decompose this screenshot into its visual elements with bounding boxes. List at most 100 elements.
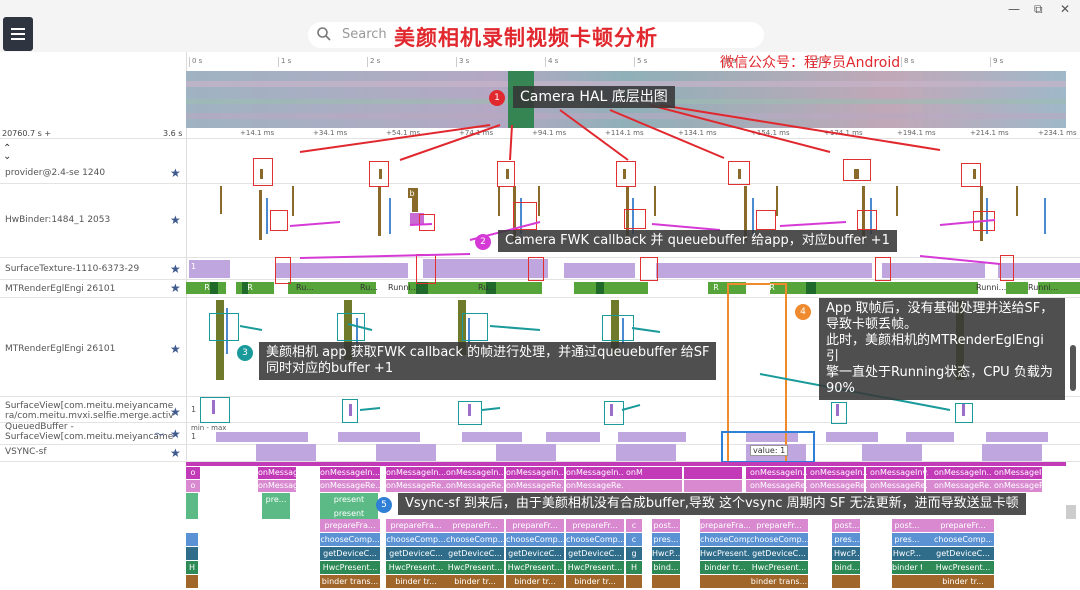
sf-slice[interactable]: HwcPresent... xyxy=(567,563,623,572)
pin-star-icon[interactable]: ★ xyxy=(170,262,181,276)
running-slice[interactable]: R xyxy=(247,283,253,292)
pin-star-icon[interactable]: ★ xyxy=(170,281,181,295)
sf-slice[interactable]: prepareFr... xyxy=(452,521,498,530)
sf-slice[interactable]: getDeviceC... xyxy=(752,549,806,558)
sf-slice[interactable]: b xyxy=(1051,577,1057,586)
sf-slice[interactable]: onMessageRe... xyxy=(506,481,564,490)
sf-slice[interactable]: onMessageIn... xyxy=(506,468,564,477)
pin-star-icon[interactable]: ★ xyxy=(170,166,181,180)
running-slice[interactable]: Runni... xyxy=(976,283,1006,292)
pin-star-icon[interactable]: ★ xyxy=(170,446,181,460)
track-canvas[interactable] xyxy=(186,138,1080,462)
sf-slice[interactable]: HwcPresent... xyxy=(995,563,1051,572)
sf-slice[interactable]: onMessageIn... xyxy=(258,468,296,477)
vertical-scrollbar[interactable] xyxy=(1070,345,1076,391)
sf-slice[interactable]: chooseComp... xyxy=(446,535,504,544)
pin-star-icon[interactable]: ★ xyxy=(170,405,181,419)
sf-slice[interactable]: bind... xyxy=(653,563,679,572)
search-bar[interactable] xyxy=(308,22,764,48)
sf-slice[interactable]: binder tr... xyxy=(892,563,922,572)
sf-slice[interactable]: g xyxy=(631,549,637,558)
sf-slice[interactable]: onMessageIn... xyxy=(750,468,808,477)
sf-slice[interactable]: post... xyxy=(894,521,920,530)
sf-slice[interactable]: binder tr... xyxy=(514,577,556,586)
chart-icon[interactable]: 〜 xyxy=(154,430,164,441)
running-slice[interactable]: Ru... xyxy=(296,283,314,292)
collapse-icon[interactable]: ⌃⌄ xyxy=(3,143,12,162)
sf-slice[interactable]: o xyxy=(190,468,196,477)
sf-slice[interactable]: onMessageIn... xyxy=(626,468,642,477)
sf-slice[interactable]: chooseComp... xyxy=(750,535,808,544)
minimize-button[interactable]: — xyxy=(1008,2,1020,16)
running-slice[interactable]: R xyxy=(769,283,775,292)
sf-slice[interactable]: onMessageIn... xyxy=(810,468,868,477)
sf-slice[interactable]: onMessageRe... xyxy=(258,481,296,490)
scroll-thumb[interactable] xyxy=(1066,505,1076,519)
sf-slice[interactable]: onMessageRe... xyxy=(320,481,380,490)
sf-slice[interactable]: onMessageRe... xyxy=(870,481,928,490)
sf-slice[interactable]: onMessageIn... xyxy=(994,468,1052,477)
sf-slice[interactable]: onMessageRe... xyxy=(994,481,1052,490)
sf-slice[interactable]: c xyxy=(631,535,637,544)
sf-slice[interactable]: HwcPresent... xyxy=(935,563,991,572)
sf-slice[interactable]: binder trans... xyxy=(750,577,808,586)
sf-slice[interactable]: chooseComp... xyxy=(386,535,446,544)
sf-slice[interactable]: chooseComp... xyxy=(320,535,380,544)
sf-slice[interactable]: HwcP... xyxy=(652,549,680,558)
sf-slice[interactable]: binder tr... xyxy=(942,577,984,586)
sf-slice[interactable]: onMessageRe... xyxy=(566,481,624,490)
pin-star-icon[interactable]: ★ xyxy=(170,342,181,356)
sf-slice[interactable]: HwcPresent... xyxy=(700,549,750,558)
sf-slice[interactable]: o xyxy=(190,481,196,490)
pin-star-icon[interactable]: ★ xyxy=(170,427,181,441)
hamburger-menu-button[interactable] xyxy=(3,17,33,51)
sf-slice[interactable]: HwcP... xyxy=(892,549,922,558)
sf-slice[interactable]: prepareFr... xyxy=(940,521,986,530)
sf-slice[interactable]: HwcPresent... xyxy=(388,563,444,572)
sf-slice[interactable]: chooseComp... xyxy=(934,535,992,544)
sf-slice[interactable]: pre... xyxy=(265,495,287,504)
sf-slice[interactable]: chooseComp... xyxy=(700,535,750,544)
sf-slice[interactable]: getDeviceC... xyxy=(508,549,562,558)
sf-slice[interactable]: prepareFra... xyxy=(390,521,442,530)
pin-star-icon[interactable]: ★ xyxy=(170,213,181,227)
close-button[interactable]: ✕ xyxy=(1060,2,1071,16)
sf-slice[interactable]: HwcPresent... xyxy=(507,563,563,572)
sf-slice[interactable]: getDeviceC... xyxy=(448,549,502,558)
running-slice[interactable]: Runni... xyxy=(388,283,418,292)
sf-slice[interactable]: HwcP... xyxy=(834,549,860,558)
sf-slice[interactable]: onMessageRe... xyxy=(934,481,992,490)
sf-slice[interactable]: prepareFra... xyxy=(324,521,376,530)
sf-slice-canvas[interactable] xyxy=(186,462,1066,590)
sf-slice[interactable]: prepareFr... xyxy=(512,521,558,530)
sf-slice[interactable]: getDeviceC... xyxy=(323,549,377,558)
restore-button[interactable]: ⧉ xyxy=(1034,2,1043,16)
sf-slice[interactable]: chooseComp... xyxy=(994,535,1052,544)
sf-slice[interactable]: getDeviceC... xyxy=(936,549,990,558)
sf-slice[interactable]: binder tr... xyxy=(454,577,496,586)
sf-slice[interactable]: post... xyxy=(653,521,679,530)
sf-slice[interactable]: c xyxy=(631,521,637,530)
sf-slice[interactable]: onMessageIn... xyxy=(446,468,504,477)
sf-slice[interactable]: pres... xyxy=(894,535,920,544)
sf-slice[interactable]: onMessageRe... xyxy=(386,481,446,490)
sf-slice[interactable]: binder trans... xyxy=(321,577,379,586)
sf-slice[interactable]: onMessageIn... xyxy=(934,468,992,477)
sf-slice[interactable]: bind... xyxy=(834,563,860,572)
running-slice[interactable]: R xyxy=(713,283,719,292)
sf-slice[interactable]: prepareFr... xyxy=(756,521,802,530)
sf-slice[interactable]: prepareFr... xyxy=(572,521,618,530)
sf-slice[interactable]: onMessageIn... xyxy=(566,468,624,477)
sf-slice[interactable]: present xyxy=(333,495,365,504)
sf-slice[interactable]: onMessageRe... xyxy=(810,481,868,490)
sf-slice[interactable]: onMessageRe... xyxy=(446,481,504,490)
sf-slice[interactable]: pres... xyxy=(834,535,860,544)
sf-slice[interactable]: prepareFra... xyxy=(700,521,750,530)
sf-slice[interactable]: chooseComp... xyxy=(506,535,564,544)
sf-slice[interactable]: chooseComp... xyxy=(566,535,624,544)
sf-slice[interactable]: getDeviceC... xyxy=(996,549,1050,558)
sf-slice[interactable]: HwcPresent... xyxy=(751,563,807,572)
sf-slice[interactable]: onMessageIn... xyxy=(320,468,380,477)
sf-slice[interactable]: onMessageRe... xyxy=(750,481,808,490)
sf-slice[interactable]: onMessageIn... xyxy=(386,468,446,477)
